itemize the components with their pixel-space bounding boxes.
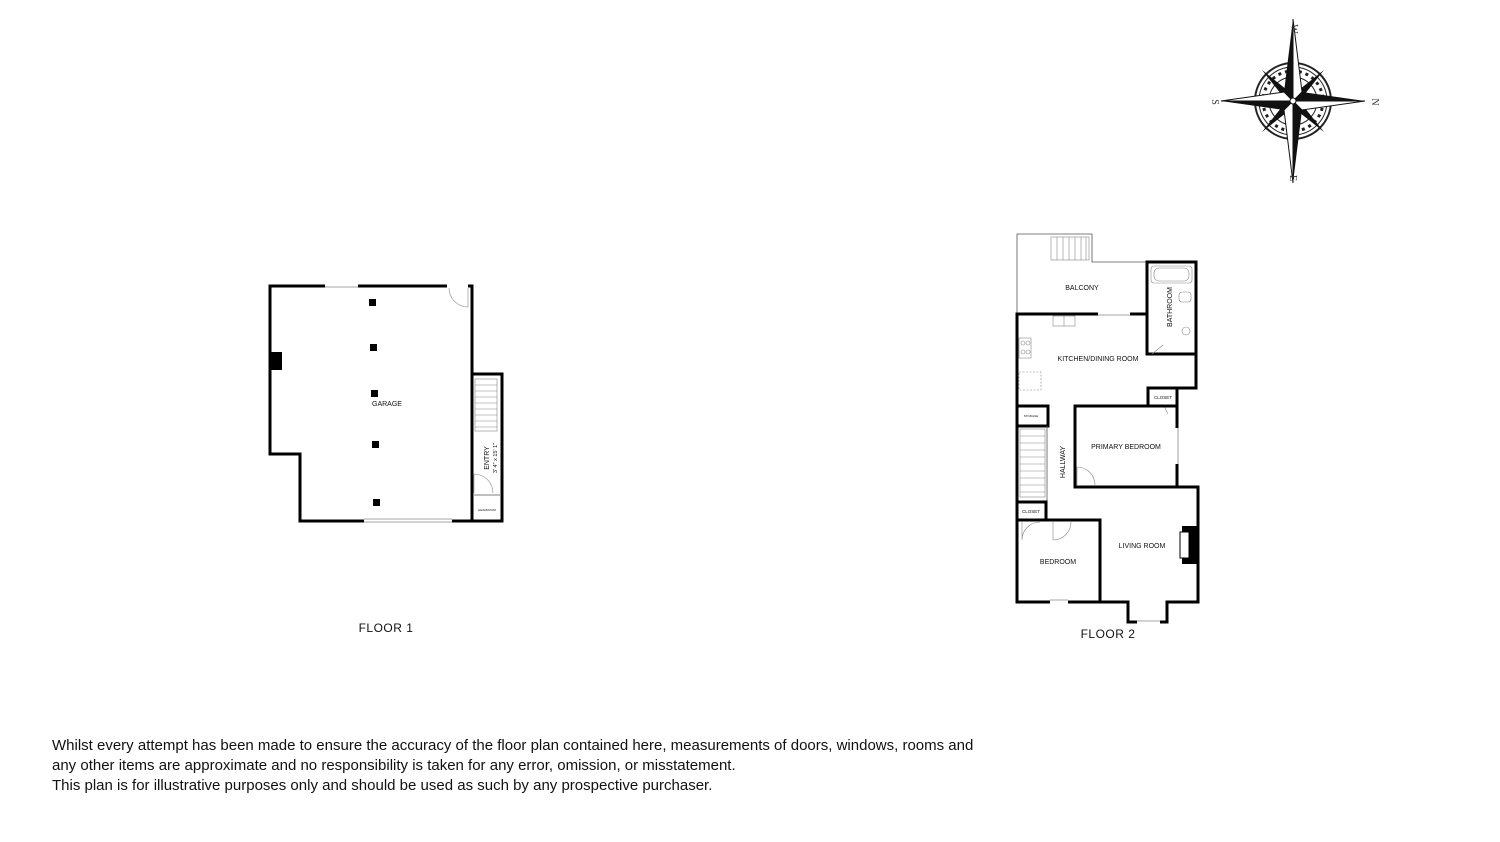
room-label-closet-hallway: CLOSET (1022, 509, 1040, 514)
stairs-icon (474, 378, 498, 432)
room-label-closet-primary: CLOSET (1154, 395, 1172, 400)
wall-fixture (271, 352, 282, 370)
room-label-storage: STORAGE (1024, 414, 1039, 418)
floor-2-label: FLOOR 2 (1081, 627, 1136, 641)
compass-north-label: N (1369, 98, 1380, 105)
stairs-icon (1019, 428, 1046, 498)
floor-1-plan: GARAGE ENTRY 3' 4" x 15' 1" HEADROOM FLO… (268, 284, 504, 635)
compass-rose-icon: W N S E (1209, 18, 1380, 184)
compass-east-label: E (1287, 175, 1298, 181)
room-label-bedroom: BEDROOM (1040, 559, 1076, 566)
compass-south-label: S (1209, 99, 1220, 105)
room-label-living-room: LIVING ROOM (1119, 543, 1166, 550)
balcony-stairs-icon (1050, 236, 1090, 261)
room-label-primary-bedroom: PRIMARY BEDROOM (1091, 444, 1161, 451)
floor-1-label: FLOOR 1 (359, 621, 414, 635)
disclaimer-line: This plan is for illustrative purposes o… (52, 777, 713, 794)
column (370, 344, 377, 351)
room-label-hallway: HALLWAY (1060, 446, 1067, 478)
room-label-kitchen-dining: KITCHEN/DINING ROOM (1058, 356, 1139, 363)
column (373, 499, 380, 506)
stove-icon (1018, 337, 1032, 359)
column (372, 441, 379, 448)
room-dimensions-entry: 3' 4" x 15' 1" (493, 443, 499, 473)
disclaimer-line: Whilst every attempt has been made to en… (52, 737, 974, 754)
column (371, 390, 378, 397)
bathtub-icon (1150, 265, 1193, 284)
compass-west-label: W (1288, 24, 1299, 34)
disclaimer-text: Whilst every attempt has been made to en… (52, 736, 1102, 796)
room-label-entry: ENTRY (484, 446, 491, 470)
column (369, 299, 376, 306)
room-label-headroom: HEADROOM (478, 508, 496, 512)
room-label-balcony: BALCONY (1065, 285, 1099, 292)
floor-2-plan: BALCONY (1015, 233, 1200, 641)
disclaimer-line: any other items are approximate and no r… (52, 757, 736, 774)
room-label-garage: GARAGE (372, 401, 402, 408)
room-label-bathroom: BATHROOM (1167, 287, 1174, 327)
